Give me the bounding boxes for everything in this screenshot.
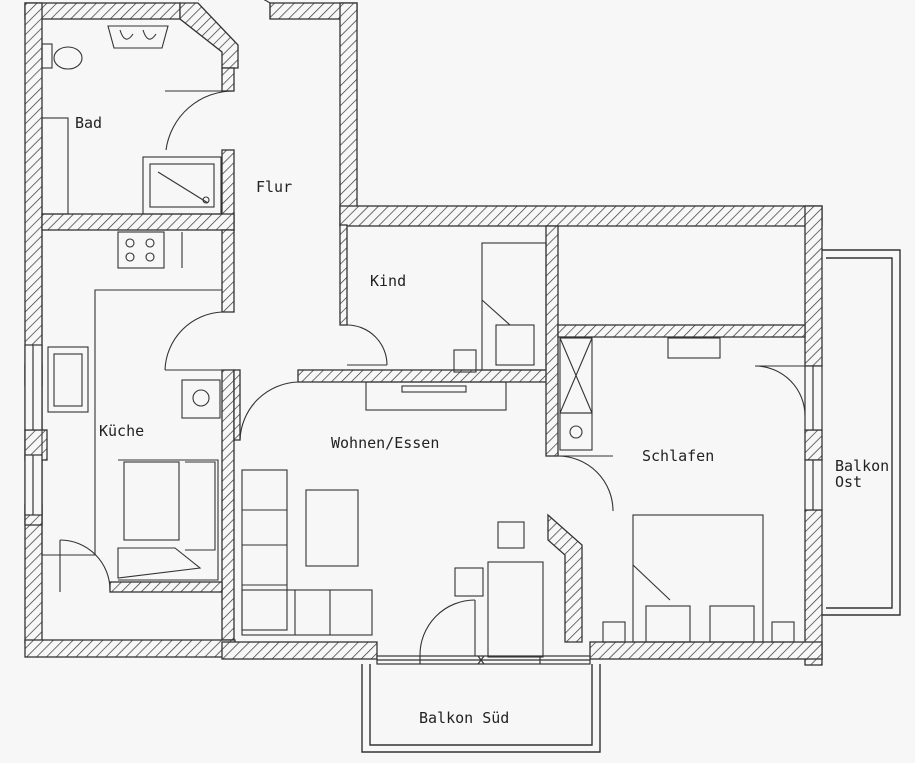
dining-set bbox=[454, 521, 544, 658]
kind-bed bbox=[481, 242, 547, 371]
windows bbox=[24, 344, 823, 665]
double-bed bbox=[632, 514, 764, 643]
walls bbox=[24, 2, 823, 666]
balconies bbox=[361, 249, 901, 753]
wardrobe bbox=[559, 337, 593, 451]
shower-tray bbox=[142, 156, 222, 215]
room-label-flur: Flur bbox=[256, 178, 292, 196]
toilet bbox=[41, 43, 83, 70]
bad-cabinet bbox=[41, 117, 69, 215]
room-label-kueche: Küche bbox=[99, 422, 144, 440]
kitchen-bench bbox=[117, 459, 219, 581]
bath-sink bbox=[107, 25, 169, 49]
room-label-bad: Bad bbox=[75, 114, 102, 132]
room-label-wohnen: Wohnen/Essen bbox=[331, 434, 439, 452]
room-label-kind: Kind bbox=[370, 272, 406, 290]
coffee-table bbox=[305, 489, 359, 567]
room-label-balkon-ost-line1: Balkon bbox=[835, 457, 889, 475]
kitchen-counter bbox=[41, 230, 222, 556]
tv-cabinet bbox=[365, 381, 507, 411]
room-labels: Bad Flur Kind Küche Wohnen/Essen Schlafe… bbox=[75, 114, 889, 727]
kitchen-appliance bbox=[181, 379, 221, 419]
room-label-balkon-sued: Balkon Süd bbox=[419, 709, 509, 727]
doors bbox=[59, 0, 806, 657]
furniture bbox=[41, 25, 795, 658]
sofa bbox=[241, 469, 373, 636]
room-label-schlafen: Schlafen bbox=[642, 447, 714, 465]
room-label-balkon-ost-line2: Ost bbox=[835, 473, 862, 491]
